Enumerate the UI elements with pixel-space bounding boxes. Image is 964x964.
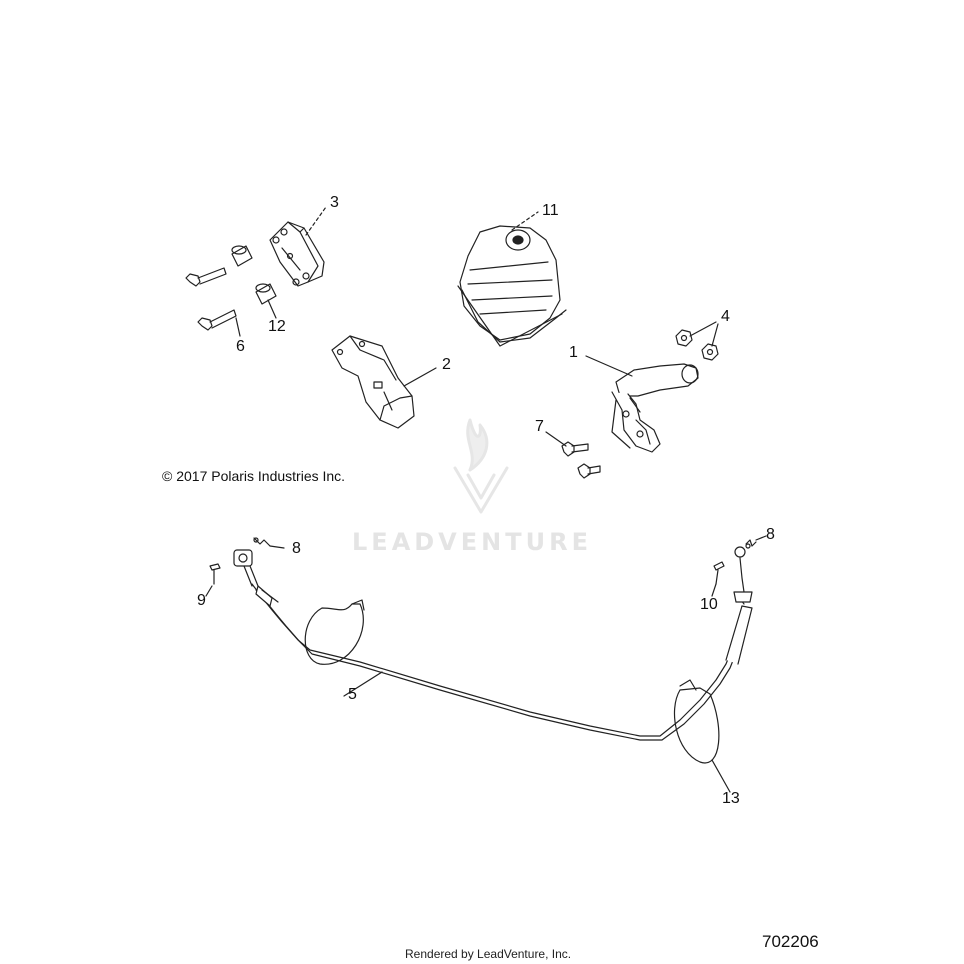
callout-3: 3 <box>330 194 339 211</box>
leader-11 <box>511 211 539 231</box>
rendered-by-text: Rendered by LeadVenture, Inc. <box>405 947 572 961</box>
callout-2: 2 <box>442 356 451 373</box>
clip-part-right <box>745 539 757 549</box>
leader-8a <box>269 545 285 549</box>
clip-part-left <box>253 537 271 547</box>
bolt-part-7-upper <box>561 441 589 457</box>
leader-4a <box>689 321 717 337</box>
leader-13 <box>711 759 731 793</box>
bracket-plate-part <box>269 221 325 287</box>
leader-6 <box>235 317 241 337</box>
watermark-text: LEADVENTURE <box>352 528 592 556</box>
handbrake-lever-part <box>611 363 699 453</box>
callout-6: 6 <box>236 338 245 355</box>
leader-2 <box>403 367 437 387</box>
leadventure-logo-watermark <box>453 418 509 514</box>
cable-tie-part-left <box>304 599 365 665</box>
cable-tie-part-right <box>673 679 720 764</box>
leader-12 <box>267 299 277 319</box>
callout-11: 11 <box>542 202 559 219</box>
callout-1: 1 <box>569 344 578 361</box>
leader-7 <box>545 431 567 447</box>
leader-9 <box>205 585 213 597</box>
copyright-text: © 2017 Polaris Industries Inc. <box>162 468 346 484</box>
spacer-part-lower <box>255 283 277 305</box>
leader-4b <box>711 323 719 347</box>
callout-10: 10 <box>700 596 718 613</box>
callout-13: 13 <box>722 790 740 807</box>
nut-part-lower <box>701 343 719 361</box>
callout-9: 9 <box>197 592 206 609</box>
callout-4: 4 <box>721 308 730 325</box>
bolt-part-upper <box>185 267 227 287</box>
pin-part-9 <box>209 563 221 585</box>
leader-10 <box>711 583 717 597</box>
callout-7: 7 <box>535 418 544 435</box>
boot-part <box>457 225 567 347</box>
leader-5 <box>343 671 383 697</box>
callout-8-right: 8 <box>766 526 775 543</box>
bolt-part-7-lower <box>577 463 601 479</box>
spacer-part-upper <box>231 245 253 267</box>
nut-part-upper <box>675 329 693 347</box>
leader-3 <box>305 206 327 236</box>
pin-part-10 <box>713 561 725 585</box>
mounting-bracket-part <box>331 335 415 429</box>
leader-8b <box>755 535 767 541</box>
diagram-id: 702206 <box>762 932 819 951</box>
callout-8-left: 8 <box>292 540 301 557</box>
callout-5: 5 <box>348 686 357 703</box>
callout-12: 12 <box>268 318 286 335</box>
leader-1 <box>585 355 633 377</box>
bolt-part-lower <box>197 309 237 331</box>
brake-cable-part <box>233 546 753 741</box>
